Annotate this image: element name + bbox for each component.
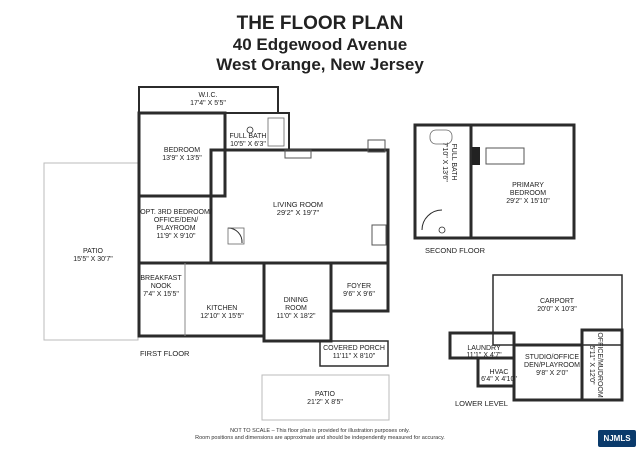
patio-bottom-dims: 21'2" X 8'5" [307, 399, 343, 406]
full-bath-dims: 10'5" X 6'3" [230, 141, 266, 148]
primary-bedroom-label-1: PRIMARY [512, 182, 544, 189]
dining-dims: 11'0" X 18'2" [276, 313, 316, 320]
second-floor-label: SECOND FLOOR [425, 246, 486, 255]
kitchen-dims: 12'10" X 15'5" [200, 313, 244, 320]
lower-level-plan [448, 274, 624, 402]
wic-dims: 17'4" X 5'5" [190, 100, 226, 107]
opt-bedroom-dims: 11'9" X 9'10" [156, 233, 196, 240]
hvac-dims: 6'4" X 4'10" [481, 376, 517, 383]
dining-label-1: DINING [284, 297, 309, 304]
patio-bottom-label: PATIO [315, 391, 336, 398]
carport-label: CARPORT [540, 298, 575, 305]
full-bath-label: FULL BATH [230, 133, 267, 140]
bedroom-label: BEDROOM [164, 147, 200, 154]
office-mudroom-dims: 5'11" X 12'0" [588, 345, 595, 385]
room-labels: W.I.C. 17'4" X 5'5" BEDROOM 13'9" X 13'5… [73, 92, 603, 408]
patio-label: PATIO [83, 248, 104, 255]
lower-level-label: LOWER LEVEL [455, 399, 508, 408]
kitchen-label: KITCHEN [207, 305, 238, 312]
laundry-label: LAUNDRY [467, 345, 501, 352]
opt-bedroom-label-3: PLAYROOM [156, 225, 195, 232]
foyer-room [329, 261, 390, 313]
foyer-label: FOYER [347, 283, 371, 290]
bedroom-dims: 13'9" X 13'5" [162, 155, 202, 162]
opt-bedroom-label-1: OPT. 3RD BEDROOM/ [140, 209, 212, 216]
njmls-watermark: NJMLS [598, 430, 636, 447]
second-floor-plan [413, 123, 576, 240]
primary-bedroom-dims: 29'2" X 15'10" [506, 198, 550, 205]
studio-label-2: DEN/PLAYROOM [524, 362, 580, 369]
disclaimer-line-2: Room positions and dimensions are approx… [195, 435, 445, 441]
patio-left-outline [43, 162, 139, 341]
primary-bedroom-room [469, 123, 576, 240]
breakfast-nook-dims: 7'4" X 15'5" [143, 291, 179, 298]
studio-label-1: STUDIO/OFFICE [525, 354, 579, 361]
hvac-label: HVAC [490, 369, 509, 376]
carport-dims: 20'0" X 10'3" [537, 306, 577, 313]
disclaimer-line-1: NOT TO SCALE – This floor plan is provid… [230, 428, 410, 434]
opt-bedroom-label-2: OFFICE/DEN/ [154, 217, 198, 224]
studio-dims: 9'8" X 2'0" [536, 370, 568, 377]
city-line: West Orange, New Jersey [216, 55, 424, 74]
patio-dims: 15'5" X 30'7" [73, 256, 113, 263]
first-floor-plan [43, 86, 390, 421]
covered-porch [319, 340, 389, 367]
first-floor-label: FIRST FLOOR [140, 349, 190, 358]
laundry-dims: 11'1" X 4'7" [466, 352, 502, 359]
foyer-dims: 9'6" X 9'6" [343, 291, 375, 298]
plan-title: THE FLOOR PLAN [236, 13, 404, 34]
kitchen-room [137, 261, 266, 338]
breakfast-nook-label-2: NOOK [151, 283, 172, 290]
full-bath-2-dims: 7'10" X 13'6" [441, 142, 448, 182]
living-room-label: LIVING ROOM [273, 200, 323, 209]
primary-bedroom-label-2: BEDROOM [510, 190, 546, 197]
dining-label-2: ROOM [285, 305, 307, 312]
full-bath-2-label: FULL BATH [450, 144, 457, 181]
living-room-dims: 29'2" X 19'7" [277, 208, 320, 217]
address-line: 40 Edgewood Avenue [232, 35, 408, 54]
patio-bottom-outline [261, 374, 390, 421]
office-mudroom-label: OFFICE/MUDROOM [596, 332, 603, 397]
covered-porch-dims: 11'11" X 8'10" [333, 353, 376, 360]
wic-label: W.I.C. [198, 92, 217, 99]
covered-porch-label: COVERED PORCH [323, 345, 385, 352]
breakfast-nook-label-1: BREAKFAST [140, 275, 182, 282]
office-mudroom-room [580, 328, 624, 402]
